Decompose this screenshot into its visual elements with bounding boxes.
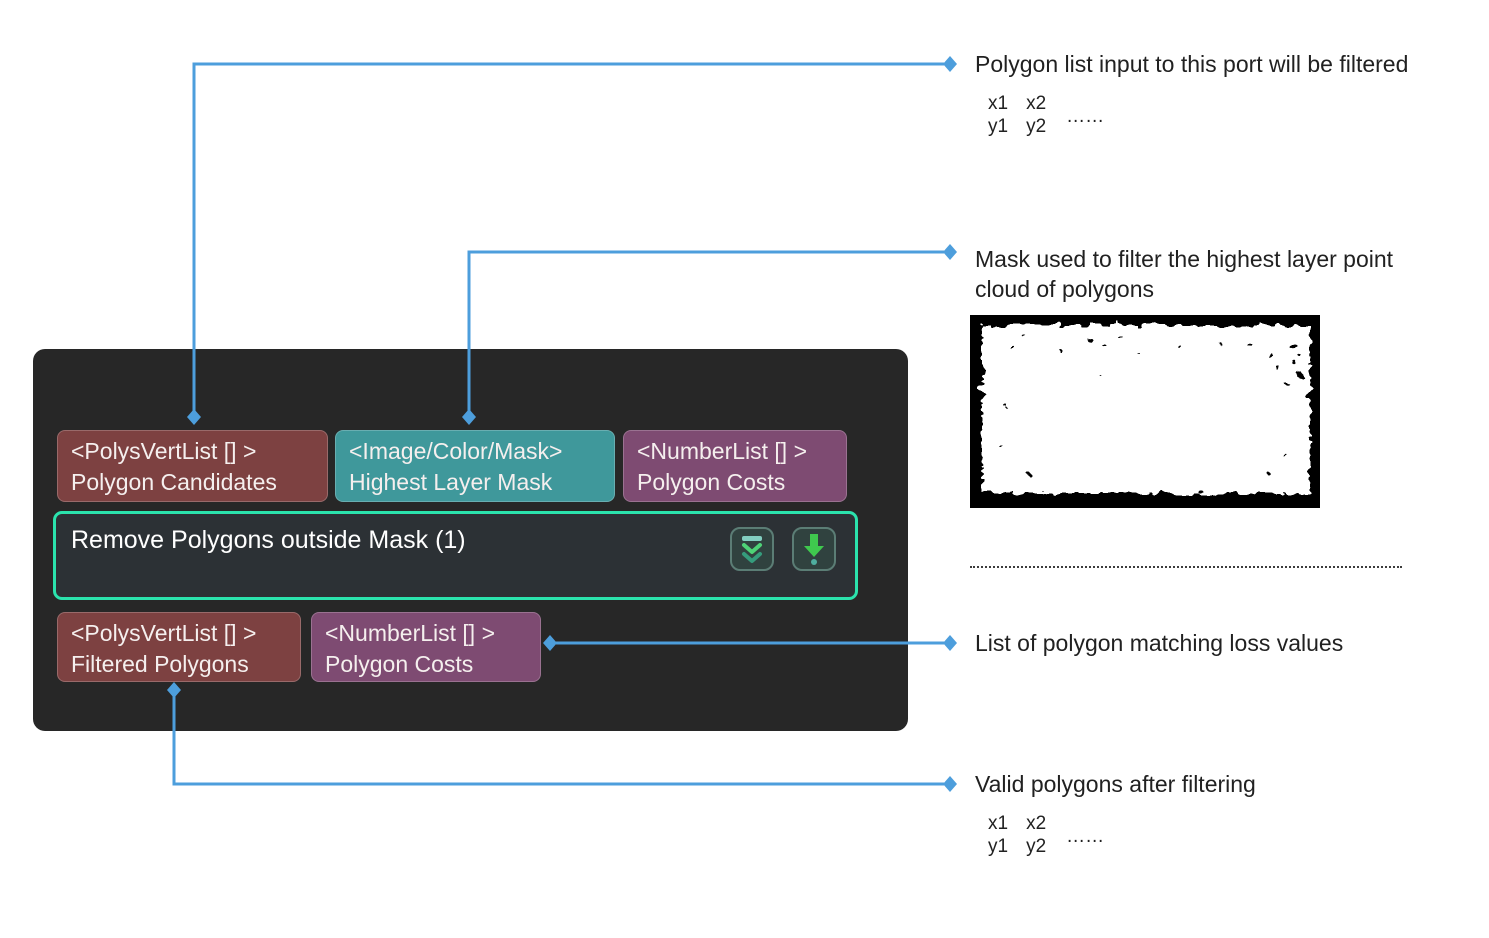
port-label: Polygon Costs bbox=[325, 651, 474, 677]
port-type: <NumberList [] > bbox=[637, 438, 808, 464]
matrix-cell: y1 bbox=[988, 116, 1009, 137]
input-port-polygon-costs[interactable]: <NumberList [] > Polygon Costs bbox=[623, 430, 847, 502]
matrix-sample: x1 x2 y1 y2 …… bbox=[988, 812, 1104, 858]
matrix-cell: y2 bbox=[1026, 116, 1047, 137]
input-port-highest-layer-mask[interactable]: <Image/Color/Mask> Highest Layer Mask bbox=[335, 430, 615, 502]
input-port-polygon-candidates[interactable]: <PolysVertList [] > Polygon Candidates bbox=[57, 430, 328, 502]
matrix-cell: x1 bbox=[988, 813, 1009, 834]
annotation-valid-polygons: Valid polygons after filtering bbox=[975, 771, 1256, 797]
matrix-cell: y2 bbox=[1026, 836, 1047, 857]
output-port-polygon-costs[interactable]: <NumberList [] > Polygon Costs bbox=[311, 612, 541, 682]
matrix-cell: x2 bbox=[1026, 813, 1047, 834]
matrix-cell: x2 bbox=[1026, 93, 1047, 114]
output-port-filtered-polygons[interactable]: <PolysVertList [] > Filtered Polygons bbox=[57, 612, 301, 682]
matrix-cell: y1 bbox=[988, 836, 1009, 857]
port-type: <Image/Color/Mask> bbox=[349, 438, 563, 464]
port-label: Polygon Costs bbox=[637, 469, 786, 495]
node-body[interactable]: Remove Polygons outside Mask (1) bbox=[53, 511, 858, 600]
double-chevron-down-icon bbox=[742, 536, 762, 563]
ellipsis: …… bbox=[1066, 826, 1105, 847]
annotation-polygon-input: Polygon list input to this port will be … bbox=[975, 51, 1409, 77]
port-type: <PolysVertList [] > bbox=[71, 438, 257, 464]
matrix-sample: x1 x2 y1 y2 …… bbox=[988, 92, 1104, 138]
annotation-mask: Mask used to filter the highest layer po… bbox=[975, 246, 1394, 302]
port-type: <PolysVertList [] > bbox=[71, 620, 257, 646]
node-title: Remove Polygons outside Mask (1) bbox=[71, 526, 466, 554]
ellipsis: …… bbox=[1066, 106, 1105, 127]
matrix-cell: x1 bbox=[988, 93, 1009, 114]
down-arrow-icon bbox=[804, 534, 824, 565]
mask-preview-image bbox=[970, 315, 1320, 508]
port-type: <NumberList [] > bbox=[325, 620, 496, 646]
port-label: Highest Layer Mask bbox=[349, 469, 553, 495]
port-label: Polygon Candidates bbox=[71, 469, 277, 495]
annotation-loss-values: List of polygon matching loss values bbox=[975, 630, 1344, 656]
port-label: Filtered Polygons bbox=[71, 651, 249, 677]
dotted-divider bbox=[970, 566, 1402, 568]
step-run-button[interactable] bbox=[792, 527, 836, 571]
collapse-button[interactable] bbox=[730, 527, 774, 571]
